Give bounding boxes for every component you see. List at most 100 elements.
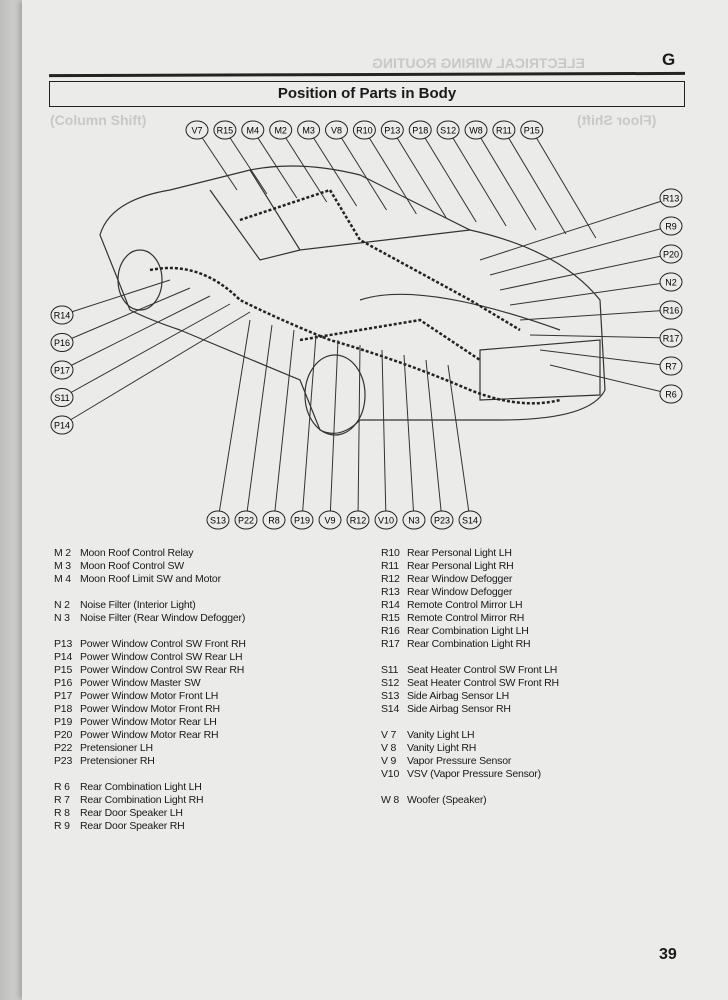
callout-label: R7 [665,362,677,372]
callout-label: S13 [210,516,226,526]
callout-r7: R7 [539,349,683,376]
leader-line [329,339,339,521]
part-code: R 7 [54,794,70,806]
callout-r10: R10 [352,120,417,215]
part-name: Moon Roof Limit SW and Motor [80,573,221,585]
callout-label: V7 [191,126,202,136]
part-code: M 3 [54,560,71,572]
callout-label: R11 [496,126,512,136]
part-code: P15 [54,664,73,676]
part-name: Vapor Pressure Sensor [407,755,512,767]
part-code: R12 [381,573,400,585]
callout-n3: N3 [402,354,426,530]
part-name: Pretensioner LH [80,742,153,754]
callout-label: P18 [412,126,428,136]
part-code: V 9 [381,755,397,767]
leader-line [61,295,211,371]
callout-label: V9 [324,516,335,526]
part-name: Rear Door Speaker LH [80,807,183,819]
part-name: Rear Personal Light LH [407,547,512,559]
part-name: Rear Combination Light RH [407,638,531,650]
callout-label: P17 [54,366,70,376]
leader-line [252,129,298,199]
part-code: M 2 [54,547,71,559]
leader-line [217,319,251,521]
callout-label: P19 [294,516,310,526]
callout-circle [458,510,482,530]
part-name: Side Airbag Sensor LH [407,690,510,702]
callout-label: P23 [434,516,450,526]
callout-label: V10 [378,516,394,526]
leader-line [509,281,672,306]
callout-circle [50,388,74,407]
callout-label: N3 [408,516,420,526]
callout-r9: R9 [489,216,683,276]
leader-line [61,287,191,343]
part-code: V 8 [381,742,397,754]
callout-label: R14 [54,311,71,321]
part-code: S14 [381,703,400,715]
callout-circle [659,216,683,236]
callout-r11: R11 [492,120,567,235]
part-code: R 8 [54,807,70,819]
part-name: Pretensioner RH [80,755,155,767]
callout-s11: S11 [50,303,231,407]
car-outline [99,165,606,436]
part-name: Rear Combination Light LH [407,625,529,637]
leader-line [425,359,443,521]
callout-label: R13 [663,194,680,204]
callout-circle [659,384,683,404]
part-name: Power Window Motor Front LH [80,690,219,702]
callout-circle [262,510,286,530]
callout-circle [50,333,74,352]
leader-line [196,129,238,191]
callout-label: W8 [469,126,483,136]
part-name: Moon Roof Control Relay [80,547,194,559]
part-code: S12 [381,677,400,689]
part-name: Rear Combination Light LH [80,781,202,793]
part-code: N 3 [54,612,70,624]
leader-line [479,197,672,261]
callout-label: P22 [238,516,254,526]
callout-r15: R15 [213,120,268,195]
part-name: Woofer (Speaker) [407,794,487,806]
callout-label: R10 [356,126,373,136]
callout-label: P14 [54,421,70,431]
callout-label: M2 [274,126,287,136]
callout-circle [241,120,265,140]
callout-circle [436,120,460,140]
part-code: R13 [381,586,400,598]
part-name: Power Window Motor Front RH [80,703,220,715]
leader-line [539,349,672,367]
callout-label: P20 [663,250,679,260]
callout-p13: P13 [380,120,447,219]
part-code: P19 [54,716,73,728]
callout-s12: S12 [436,120,507,227]
callout-label: R15 [217,126,234,136]
callout-circle [297,120,321,140]
legend-item: V 8 Vanity Light RH [381,742,476,754]
leader-line [357,344,361,521]
callout-r12: R12 [346,344,370,530]
callout-p17: P17 [50,295,211,380]
callout-r13: R13 [479,188,683,261]
part-name: Vanity Light RH [407,742,477,754]
callout-circle [659,356,683,376]
callout-circle [346,510,370,530]
leader-line [224,129,268,195]
